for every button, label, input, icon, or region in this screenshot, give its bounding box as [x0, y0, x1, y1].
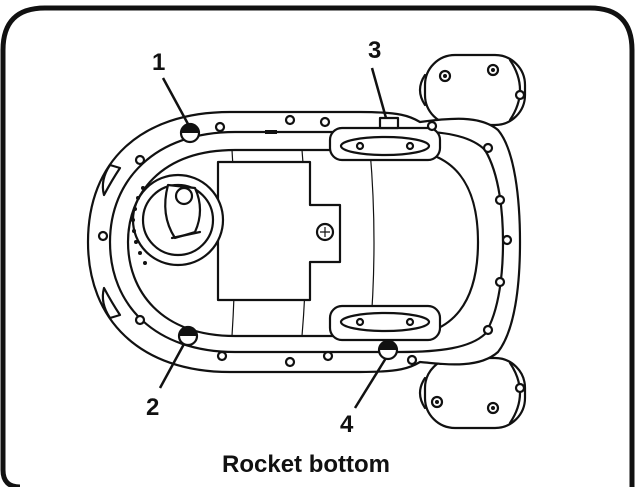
drive-wheel-top: [328, 116, 442, 162]
frame-bottom-left: [0, 469, 21, 487]
leader-line-1: [161, 77, 190, 125]
body-inner-rim: [108, 130, 505, 354]
battery-cover: [216, 160, 342, 302]
figure-caption: Rocket bottom: [222, 451, 390, 478]
ball-caster: [131, 173, 225, 267]
left-bumper-bottom: [101, 286, 122, 320]
frame-border: [0, 5, 635, 487]
sensor-hole-4: [377, 339, 399, 361]
perimeter-screws: [97, 114, 513, 368]
callout-1: 1: [152, 49, 165, 76]
callout-3: 3: [368, 37, 381, 64]
callout-2: 2: [146, 394, 159, 421]
drive-wheel-bottom: [328, 304, 442, 342]
leader-line-3: [370, 67, 388, 119]
small-slot: [265, 130, 277, 134]
wheel-pod-top: [418, 53, 527, 127]
leader-line-2: [158, 343, 186, 389]
left-bumper-top: [101, 163, 122, 197]
wheel-pod-bottom: [418, 356, 527, 430]
caster-dot-ring: [131, 186, 147, 265]
leader-line-4: [353, 357, 388, 409]
sensor-hole-1: [179, 122, 201, 144]
sensor-hole-2: [177, 325, 199, 347]
callout-4: 4: [340, 411, 354, 438]
